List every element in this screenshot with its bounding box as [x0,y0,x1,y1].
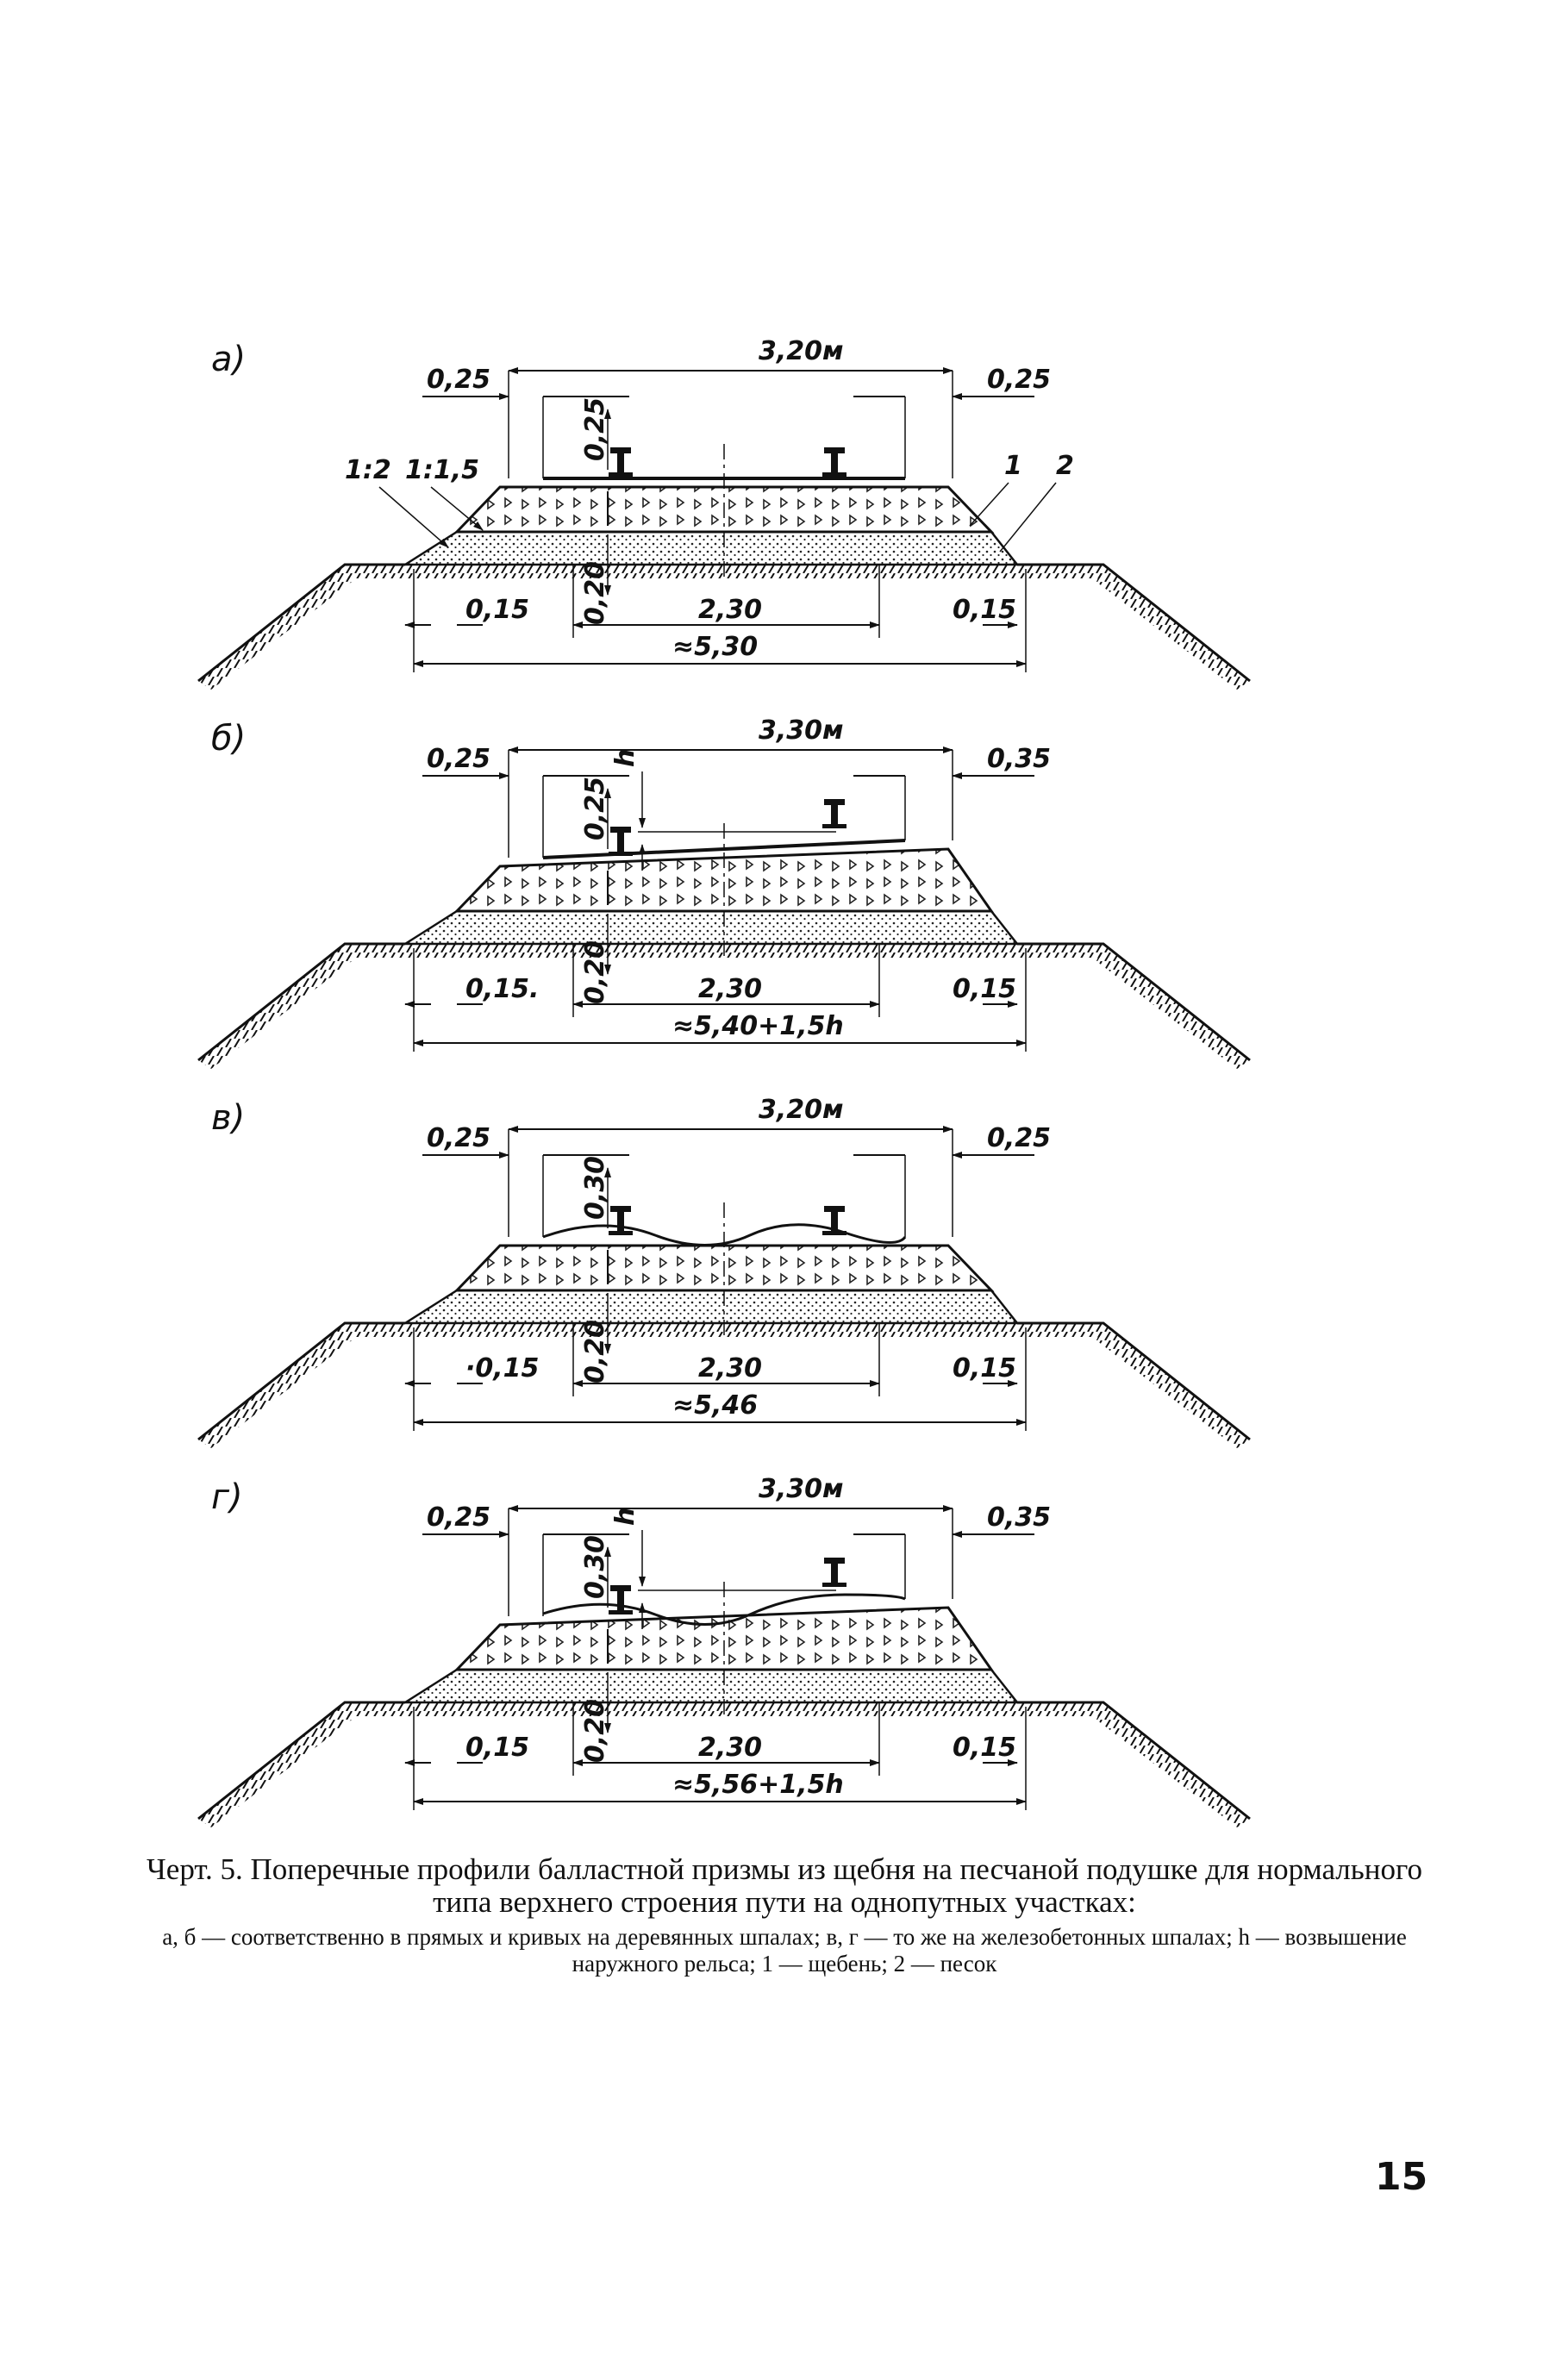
depth-below-label: 0,20 [580,1320,610,1383]
base-width-label: ≈5,56+1,5h [672,1770,844,1800]
top-width-label: 3,30м [759,715,844,746]
profile-a: а) 3,20м 0,25 0,25 0,25 0,20 1:2 1:1,5 1 2 0,15 2,3… [197,336,1251,690]
top-width-label: 3,30м [759,1474,844,1504]
embankment-hatch-left [198,1323,352,1448]
concrete-sleeper [542,1593,906,1626]
sand-cushion [401,1668,1020,1704]
profile-label: а) [211,340,246,379]
depth-below-label: 0,20 [580,1699,610,1763]
rail-icon [822,447,846,477]
slope-leader [378,486,449,548]
rail-icon [609,1206,633,1235]
callout-gravel: 1 [1004,451,1022,481]
right-offset-label: 0,15 [953,595,1016,625]
depth-above-label: 0,30 [580,1156,610,1220]
profile-b: б) 3,30м 0,25 0,35 0,25 0,20 h 0,15. 2,30 0,15 ≈5,… [197,715,1251,1069]
depth-below-label: 0,20 [580,940,610,1004]
top-width-label: 3,20м [759,1095,844,1125]
rail-icon [609,827,633,856]
slope-leader [430,486,484,531]
center-width-label: 2,30 [698,595,762,625]
rail-icon [609,447,633,477]
figure-caption-title: Черт. 5. Поперечные профили балластной п… [147,1852,1422,1919]
ballast-prism [453,1606,994,1671]
callout-sand: 2 [1056,451,1074,481]
slope-inner-label: 1:2 [345,455,391,485]
page-number: 15 [1375,2155,1428,2199]
right-offset-label: 0,15 [953,1353,1016,1383]
ballast-prism [453,847,994,913]
embankment-hatch-right [1096,944,1250,1069]
embankment-hatch-right [1096,1323,1250,1448]
base-width-label: ≈5,46 [672,1390,758,1421]
left-offset-label: 0,15. [465,974,539,1004]
depth-above-label: 0,30 [580,1535,610,1599]
profile-g: г) 3,30м 0,25 0,35 0,30 0,20 h 0,15 2,30 0,15 ≈5,5… [197,1474,1251,1827]
slope-outer-label: 1:1,5 [405,455,479,485]
right-offset-label: 0,15 [953,1733,1016,1763]
right-shoulder-label: 0,25 [987,1123,1051,1153]
sand-cushion [401,1289,1020,1325]
h-label: h [610,749,640,767]
callout-leader [969,482,1009,527]
embankment-hatch-left [198,565,352,690]
embankment-hatch-left [198,1702,352,1827]
left-shoulder-label: 0,25 [427,365,490,395]
depth-below-label: 0,20 [580,561,610,625]
concrete-sleeper [542,1223,907,1246]
rail-icon [822,1206,846,1235]
center-width-label: 2,30 [698,1353,762,1383]
h-label: h [610,1508,640,1526]
figure-caption-legend: а, б — соответственно в прямых и кривых … [162,1924,1407,1977]
callout-leader [999,482,1057,553]
wooden-sleeper [542,839,906,859]
left-shoulder-label: 0,25 [427,744,490,774]
embankment-hatch-right [1096,565,1250,690]
profile-label: в) [211,1098,245,1138]
profile-v: в) 3,20м 0,25 0,25 0,30 0,20 ·0,15 2,30 0,15 ≈5,4… [197,1095,1251,1448]
rail-icon [822,1558,846,1587]
base-width-label: ≈5,30 [672,632,758,662]
top-width-label: 3,20м [759,336,844,366]
center-width-label: 2,30 [698,1733,762,1763]
rail-icon [822,799,846,828]
left-offset-label: 0,15 [465,1733,529,1763]
left-shoulder-label: 0,25 [427,1502,490,1533]
left-shoulder-label: 0,25 [427,1123,490,1153]
depth-above-label: 0,25 [580,397,610,461]
embankment-hatch-right [1096,1702,1250,1827]
profile-label: б) [211,719,246,759]
right-shoulder-label: 0,25 [987,365,1051,395]
depth-above-label: 0,25 [580,777,610,840]
right-offset-label: 0,15 [953,974,1016,1004]
left-offset-label: ·0,15 [465,1353,539,1383]
sand-cushion [401,530,1020,566]
embankment-hatch-left [198,944,352,1069]
rail-icon [609,1585,633,1614]
right-shoulder-label: 0,35 [987,1502,1051,1533]
right-shoulder-label: 0,35 [987,744,1051,774]
center-width-label: 2,30 [698,974,762,1004]
base-width-label: ≈5,40+1,5h [672,1011,844,1041]
sand-cushion [401,909,1020,946]
left-offset-label: 0,15 [465,595,529,625]
profile-label: г) [211,1477,243,1517]
